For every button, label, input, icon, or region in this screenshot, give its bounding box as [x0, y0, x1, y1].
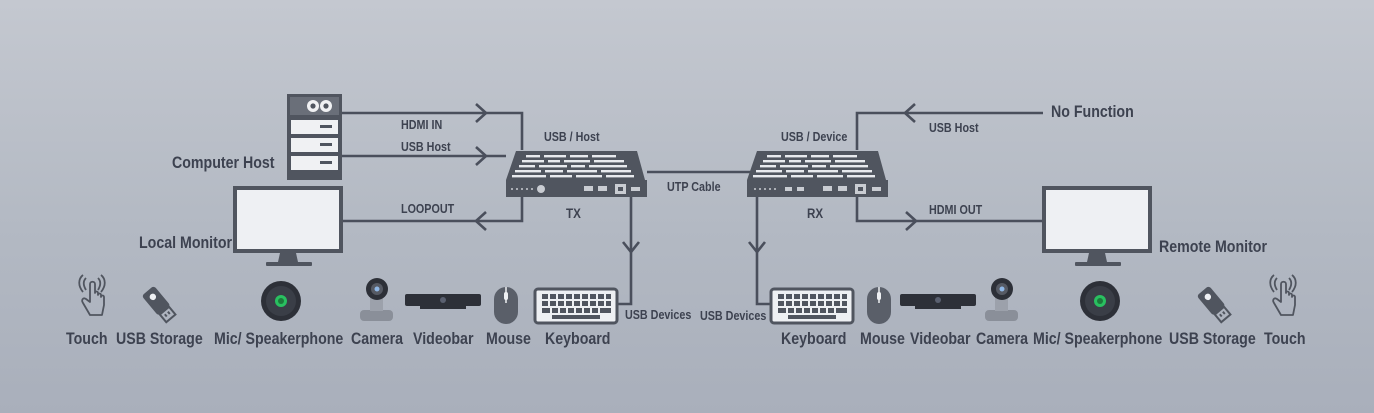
mouse-label: Mouse	[486, 330, 531, 348]
camera-label: Camera	[351, 330, 404, 348]
videobar-label: Videobar	[413, 330, 474, 348]
rx-usb-devices-line	[755, 196, 770, 306]
hdmi-in-label: HDMI IN	[401, 118, 443, 132]
speakerphone-icon	[1080, 281, 1120, 321]
rx-extender-icon	[747, 151, 888, 197]
loopout-label: LOOPOUT	[401, 202, 455, 216]
touch-icon	[1269, 274, 1297, 316]
touch-icon	[78, 274, 106, 316]
mouse-icon	[867, 287, 891, 324]
usb-host-port-label: USB / Host	[544, 130, 600, 144]
usb-host-rx-label: USB Host	[929, 121, 979, 135]
usb-storage-icon	[1197, 286, 1232, 324]
usb-devices-left-label: USB Devices	[625, 308, 692, 322]
tx-usb-devices-line	[617, 196, 633, 306]
tx-label: TX	[566, 206, 581, 221]
local-monitor-label: Local Monitor	[139, 234, 233, 252]
speakerphone-icon	[261, 281, 301, 321]
mouse-label: Mouse	[860, 330, 905, 348]
remote-monitor-icon	[1042, 186, 1152, 266]
touch-label: Touch	[1264, 330, 1306, 348]
videobar-label: Videobar	[910, 330, 971, 348]
computer-host-label: Computer Host	[172, 154, 275, 172]
rx-label: RX	[807, 206, 824, 221]
hdmi-in-line	[342, 111, 524, 150]
camera-icon	[985, 278, 1018, 321]
keyboard-label: Keyboard	[781, 330, 847, 348]
remote-monitor-label: Remote Monitor	[1159, 238, 1268, 256]
keyboard-icon	[769, 287, 855, 325]
utp-cable-label: UTP Cable	[667, 180, 721, 194]
camera-label: Camera	[976, 330, 1029, 348]
usb-host-tx-label: USB Host	[401, 140, 451, 154]
rx-usb-host-line	[855, 111, 1043, 150]
usb-storage-label: USB Storage	[116, 330, 203, 348]
touch-label: Touch	[66, 330, 108, 348]
videobar-icon	[900, 294, 976, 309]
connection-lines	[342, 111, 1043, 306]
videobar-icon	[405, 294, 481, 309]
hdmi-out-line	[855, 196, 1043, 223]
speakerphone-label: Mic/ Speakerphone	[1033, 330, 1163, 348]
speakerphone-label: Mic/ Speakerphone	[214, 330, 344, 348]
keyboard-icon	[533, 287, 619, 325]
loopout-line	[342, 196, 524, 223]
usb-device-port-label: USB / Device	[781, 130, 848, 144]
camera-icon	[360, 278, 393, 321]
keyboard-label: Keyboard	[545, 330, 611, 348]
tx-extender-icon	[506, 151, 647, 197]
mouse-icon	[494, 287, 518, 324]
no-function-label: No Function	[1051, 103, 1134, 121]
usb-storage-icon	[142, 286, 177, 324]
usb-storage-label: USB Storage	[1169, 330, 1256, 348]
local-monitor-icon	[233, 186, 343, 266]
hdmi-out-label: HDMI OUT	[929, 203, 983, 217]
computer-host-icon	[287, 94, 342, 180]
usb-devices-right-label: USB Devices	[700, 309, 767, 323]
